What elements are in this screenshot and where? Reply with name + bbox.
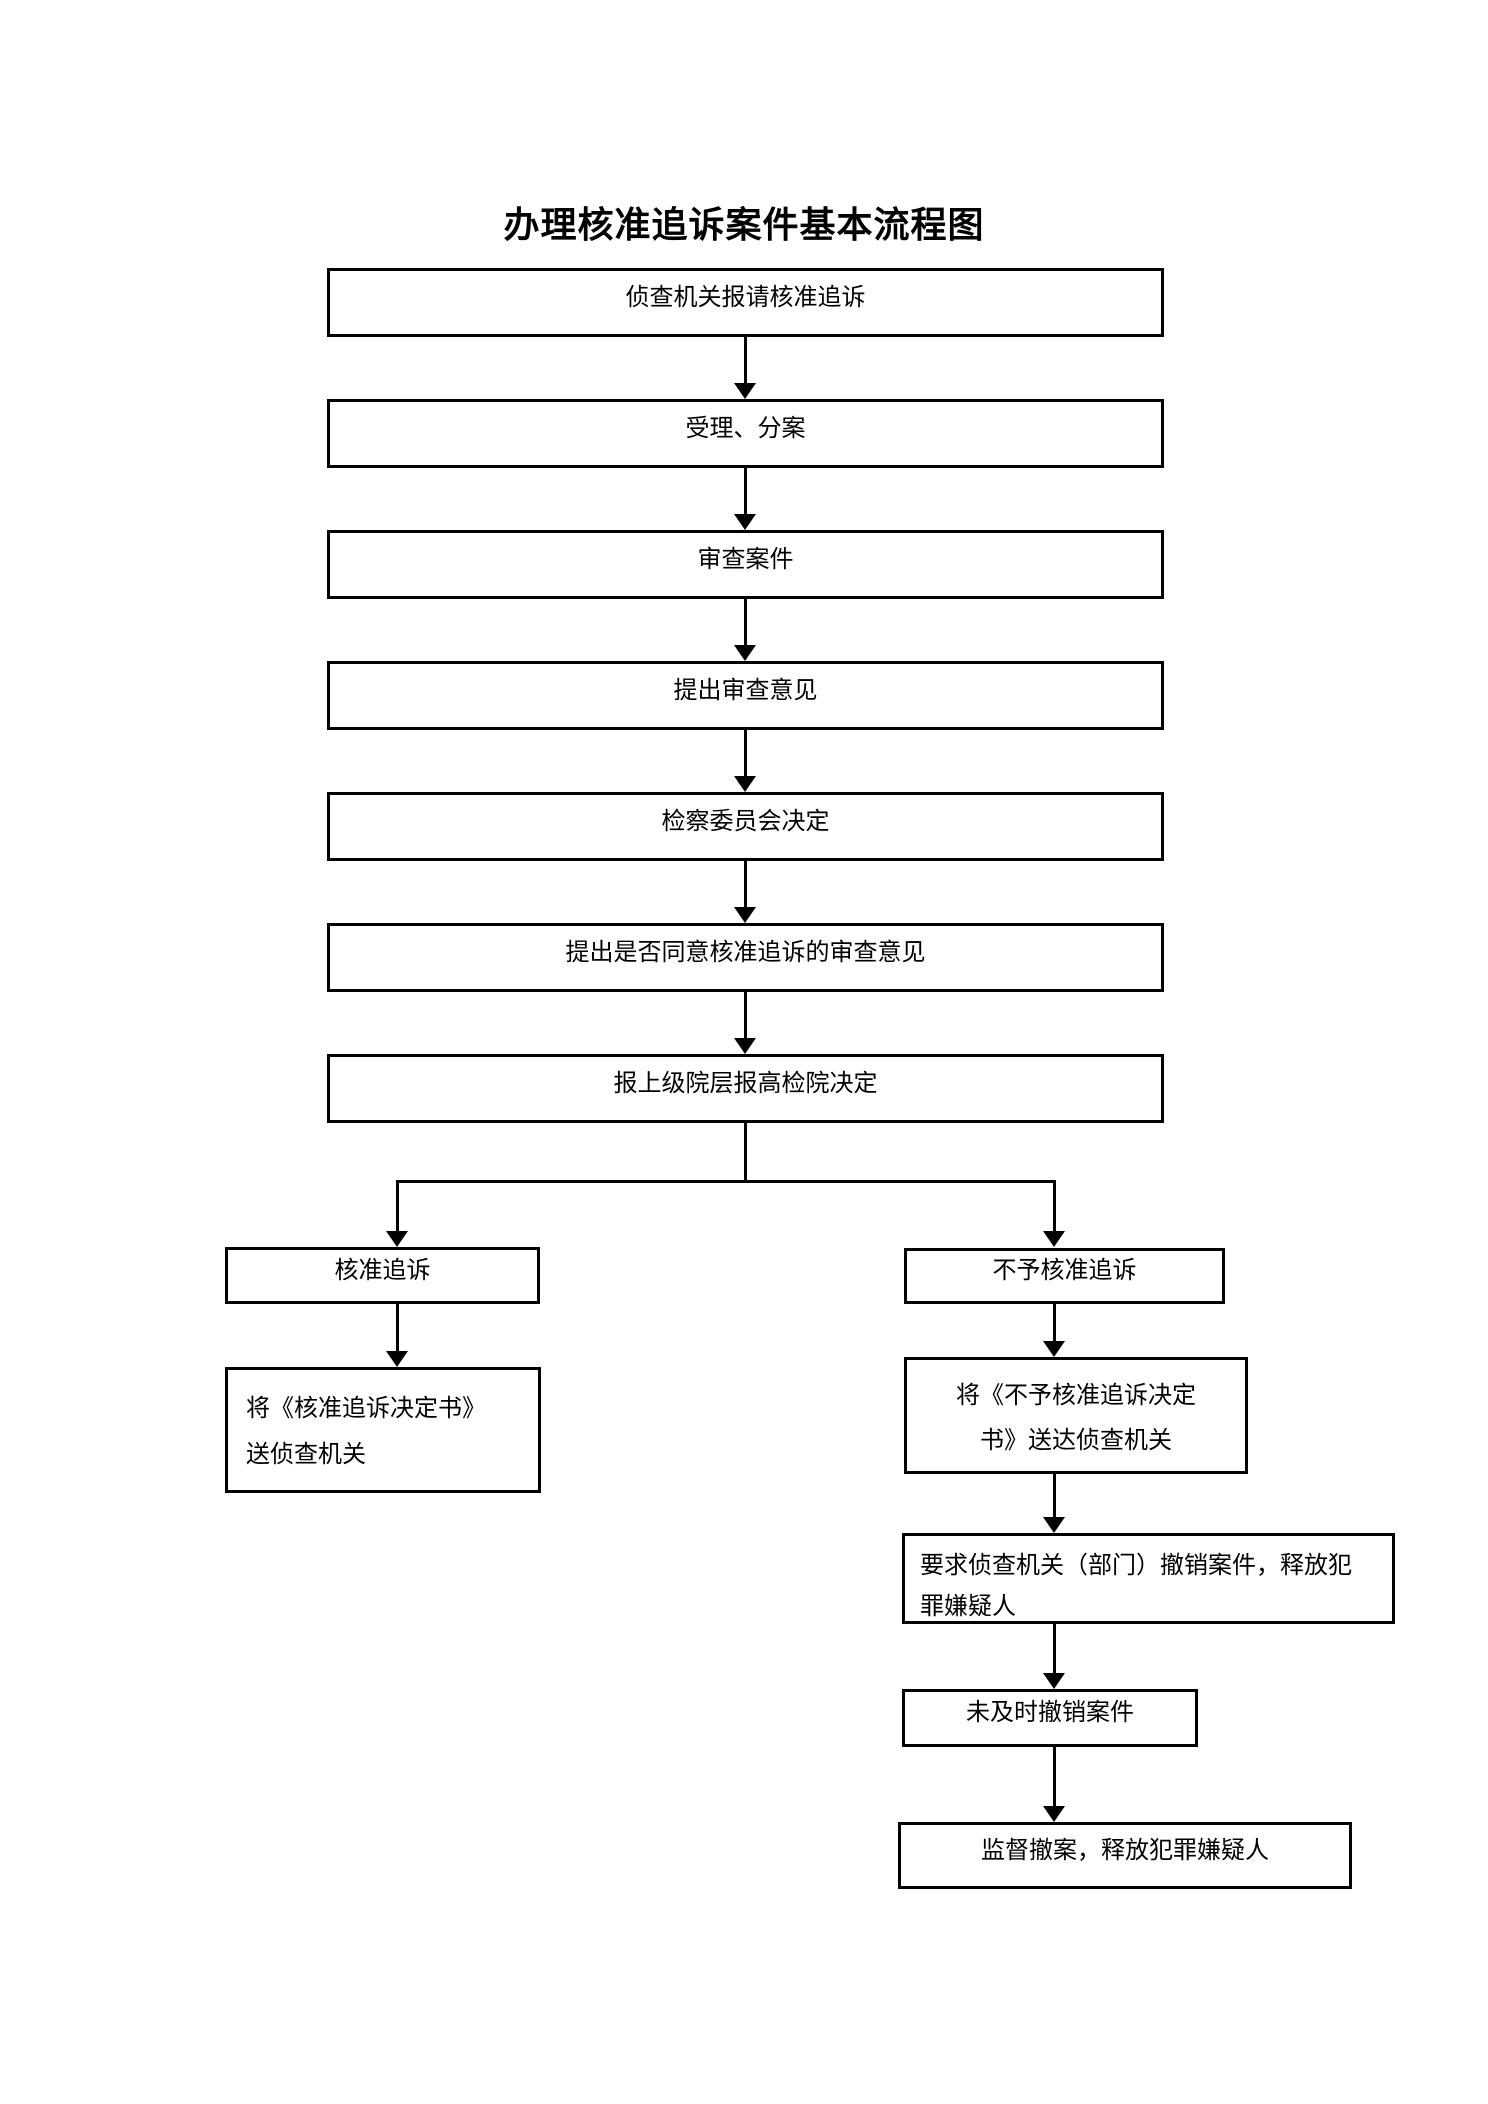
branch-left-drop-head	[386, 1231, 408, 1247]
disapprove-arrow-1-head	[1043, 1341, 1065, 1357]
flow-arrow-2-line	[744, 468, 747, 515]
box-demand-withdraw-case-line2: 罪嫌疑人	[920, 1594, 1016, 1620]
flow-arrow-3-line	[744, 599, 747, 646]
box-submit-review-opinion-label: 提出审查意见	[673, 677, 818, 704]
box-accept-and-assign-label: 受理、分案	[685, 415, 806, 442]
box-case-not-withdrawn: 未及时撤销案件	[902, 1689, 1198, 1747]
box-approve-prosecution-label: 核准追诉	[334, 1257, 431, 1284]
box-review-case: 审查案件	[327, 530, 1164, 599]
approve-arrow-head	[386, 1351, 408, 1367]
box-demand-withdraw-case: 要求侦查机关（部门）撤销案件，释放犯 罪嫌疑人	[902, 1533, 1395, 1624]
box-report-for-approval-label: 侦查机关报请核准追诉	[625, 284, 866, 311]
box-supervise-withdrawal: 监督撤案，释放犯罪嫌疑人	[898, 1822, 1352, 1889]
box-disapprove-prosecution: 不予核准追诉	[904, 1248, 1225, 1304]
approve-arrow-line	[396, 1304, 399, 1351]
flow-arrow-4-line	[744, 730, 747, 777]
box-disapprove-prosecution-label: 不予核准追诉	[992, 1258, 1137, 1284]
box-approve-prosecution: 核准追诉	[225, 1247, 540, 1304]
disapprove-arrow-1-line	[1053, 1304, 1056, 1342]
box-committee-decision: 检察委员会决定	[327, 792, 1164, 861]
disapprove-arrow-2-head	[1043, 1517, 1065, 1533]
branch-right-drop-line	[1053, 1180, 1056, 1232]
flow-arrow-3-head	[734, 645, 756, 661]
disapprove-arrow-3-head	[1043, 1673, 1065, 1689]
box-review-case-label: 审查案件	[697, 546, 794, 573]
box-accept-and-assign: 受理、分案	[327, 399, 1164, 468]
box-submit-review-opinion: 提出审查意见	[327, 661, 1164, 730]
box-case-not-withdrawn-label: 未及时撤销案件	[966, 1700, 1134, 1726]
box-agree-or-not-opinion-label: 提出是否同意核准追诉的审查意见	[565, 939, 926, 966]
branch-right-drop-head	[1043, 1231, 1065, 1247]
page-title: 办理核准追诉案件基本流程图	[503, 205, 985, 245]
disapprove-arrow-4-line	[1053, 1747, 1056, 1807]
box-report-to-higher-court: 报上级院层报高检院决定	[327, 1054, 1164, 1123]
flow-arrow-1-head	[734, 383, 756, 399]
flow-arrow-4-head	[734, 776, 756, 792]
box-send-disapproval-decision-line2: 书》送达侦查机关	[980, 1428, 1172, 1454]
box-send-approval-decision-line2: 送侦查机关	[246, 1442, 366, 1468]
branch-left-drop-line	[396, 1180, 399, 1232]
box-committee-decision-label: 检察委员会决定	[661, 808, 830, 835]
flow-arrow-1-line	[744, 337, 747, 384]
box-report-for-approval: 侦查机关报请核准追诉	[327, 268, 1164, 337]
flow-arrow-6-line	[744, 992, 747, 1039]
box-send-disapproval-decision: 将《不予核准追诉决定 书》送达侦查机关	[904, 1357, 1248, 1474]
box-send-disapproval-decision-line1: 将《不予核准追诉决定	[956, 1383, 1196, 1409]
flow-arrow-5-head	[734, 907, 756, 923]
flow-arrow-2-head	[734, 514, 756, 530]
flow-arrow-6-head	[734, 1038, 756, 1054]
box-supervise-withdrawal-label: 监督撤案，释放犯罪嫌疑人	[981, 1837, 1269, 1864]
box-report-to-higher-court-label: 报上级院层报高检院决定	[613, 1070, 878, 1097]
branch-split-horizontal-line	[396, 1180, 1056, 1183]
box-send-approval-decision-line1: 将《核准追诉决定书》	[246, 1396, 486, 1422]
flow-arrow-5-line	[744, 861, 747, 908]
box-demand-withdraw-case-line1: 要求侦查机关（部门）撤销案件，释放犯	[920, 1553, 1352, 1579]
box-send-approval-decision: 将《核准追诉决定书》 送侦查机关	[225, 1367, 541, 1493]
box-agree-or-not-opinion: 提出是否同意核准追诉的审查意见	[327, 923, 1164, 992]
disapprove-arrow-2-line	[1053, 1474, 1056, 1518]
disapprove-arrow-4-head	[1043, 1806, 1065, 1822]
disapprove-arrow-3-line	[1053, 1624, 1056, 1674]
branch-split-stem-line	[744, 1123, 747, 1183]
